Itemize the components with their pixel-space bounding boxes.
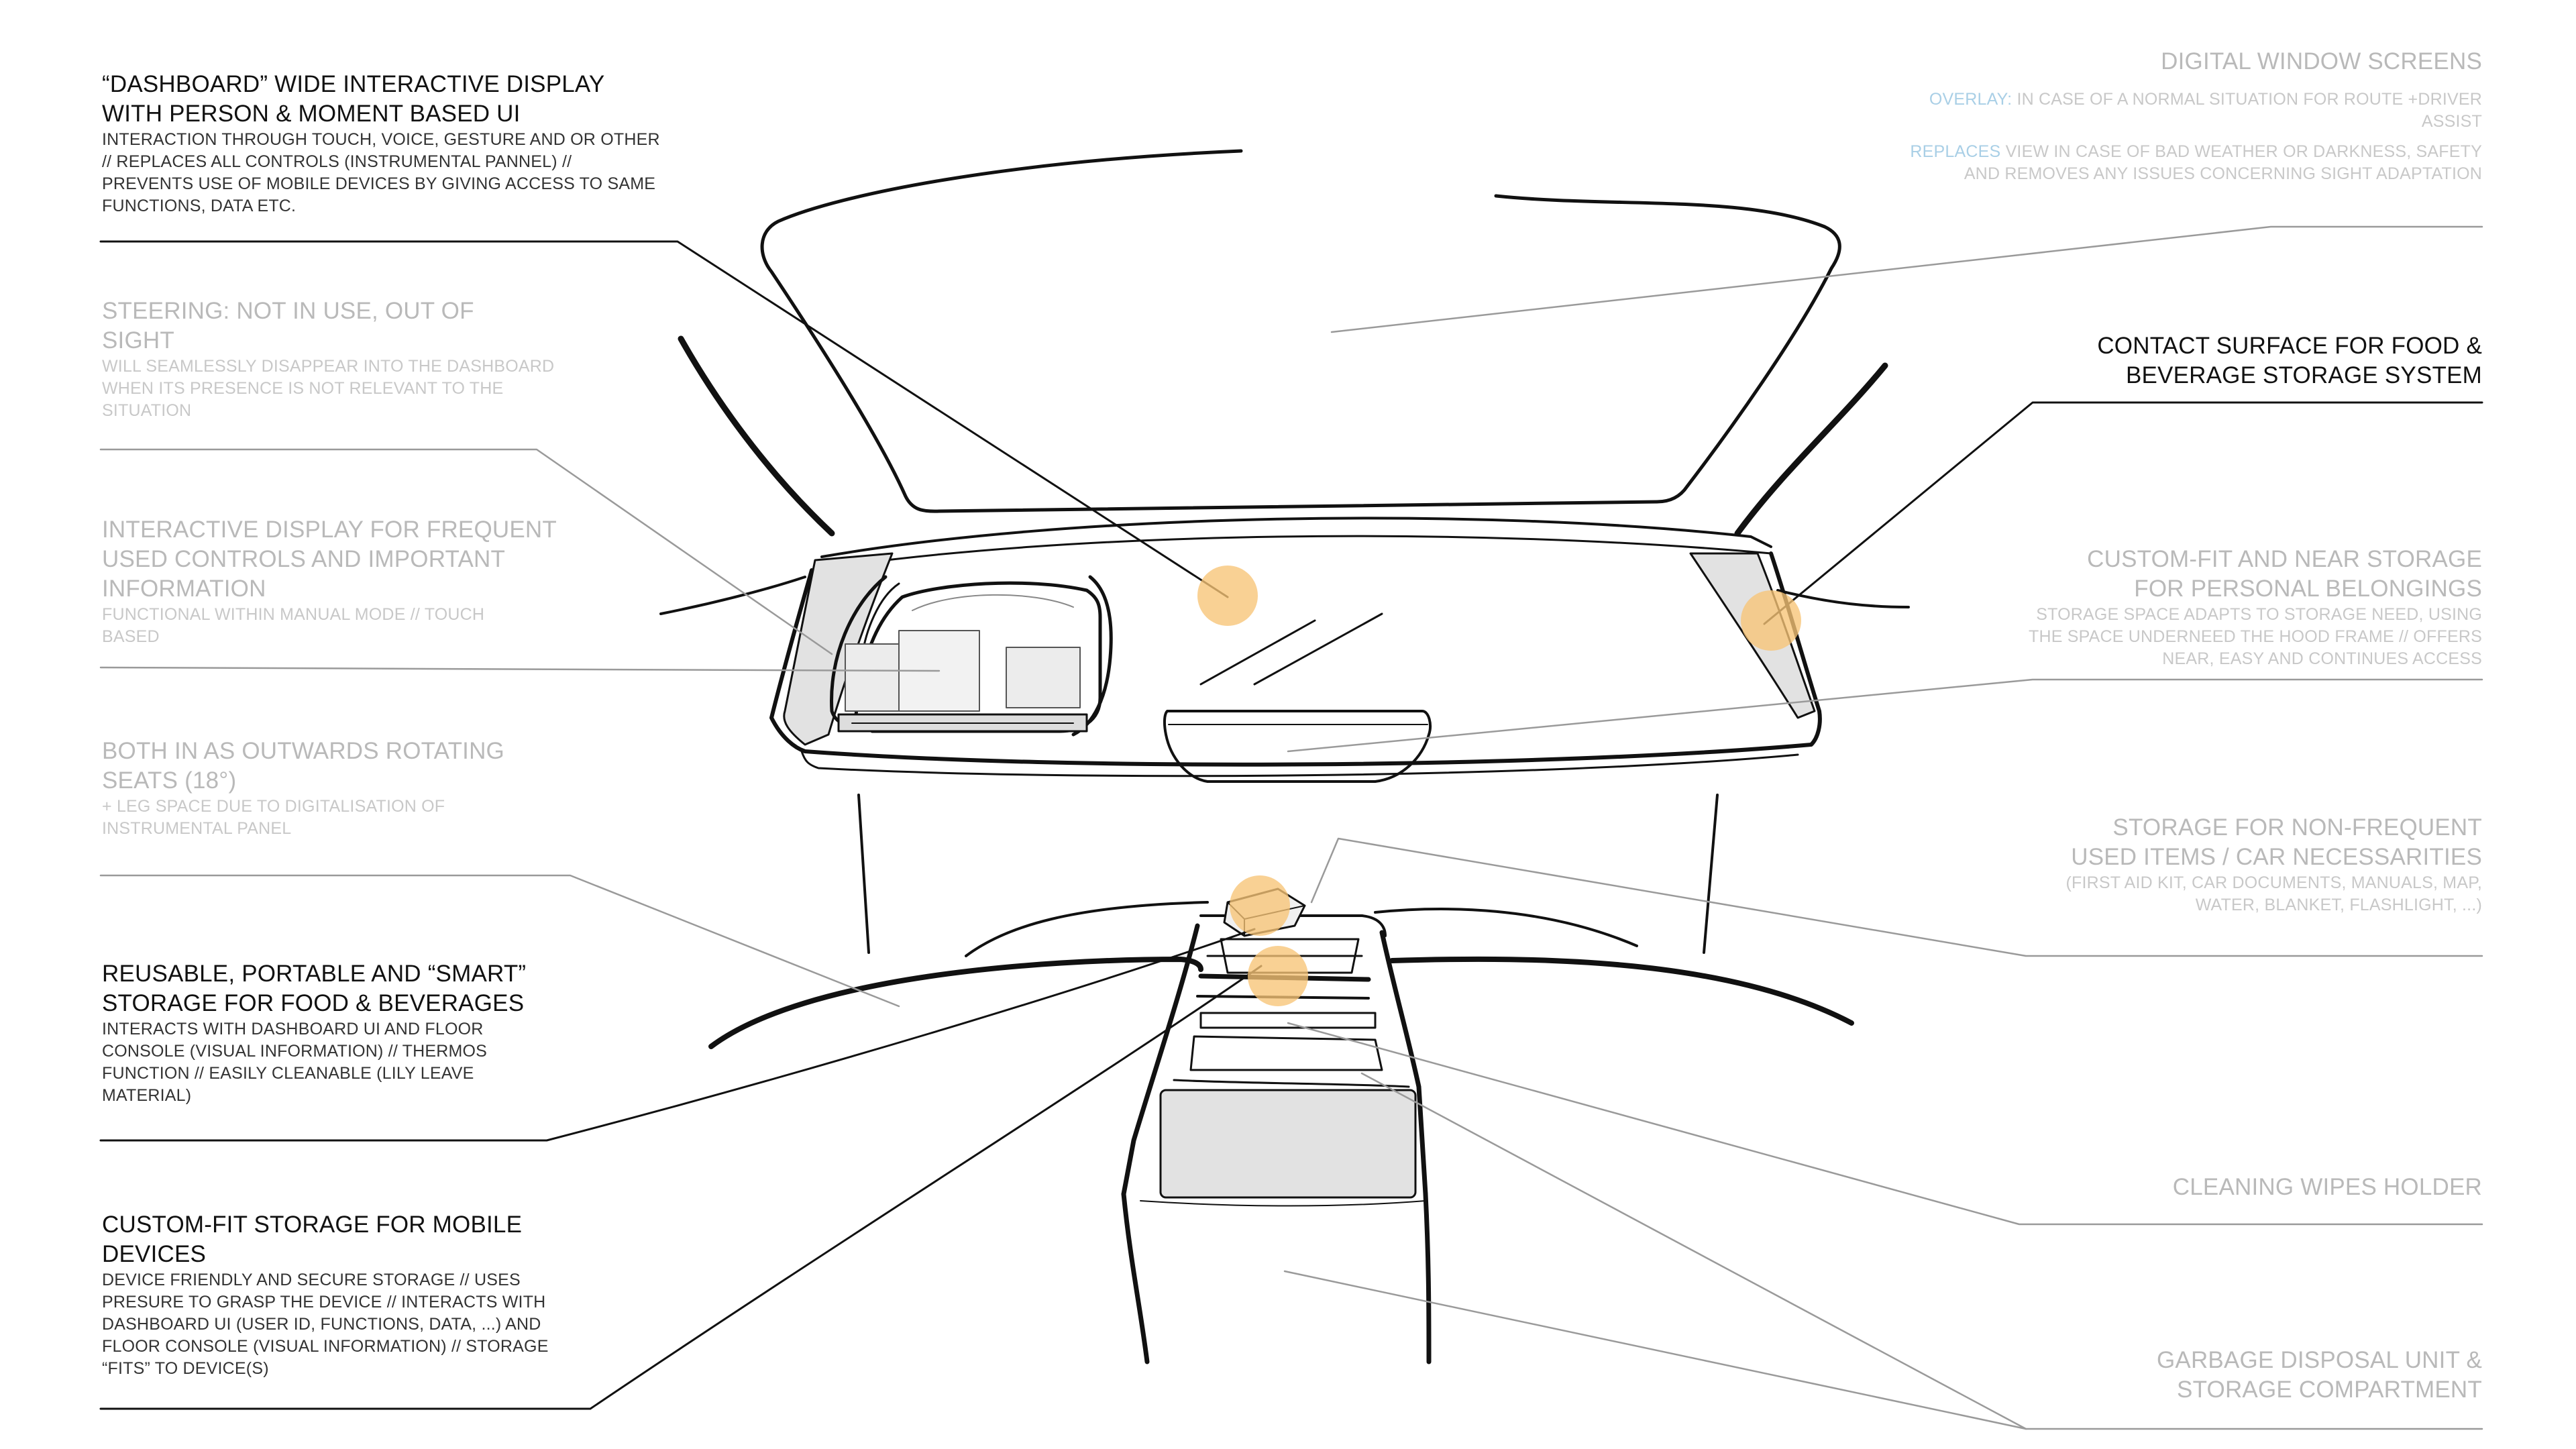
a-pillar-left [678,335,835,537]
personal-storage-desc: STORAGE SPACE ADAPTS TO STORAGE NEED, US… [2029,605,2482,668]
label-garbage-unit: GARBAGE DISPOSAL UNIT & STORAGE COMPARTM… [2080,1346,2482,1405]
seat-right-support [1703,794,1719,954]
console-base-right [1423,1191,1432,1364]
center-vent [1163,710,1432,783]
leader-garbage-2 [1283,1270,2027,1430]
smart-storage-title: REUSABLE, PORTABLE AND “SMART” STORAGE F… [102,961,527,1016]
label-frequent-controls: INTERACTIVE DISPLAY FOR FREQUENT USED CO… [102,515,572,648]
overlay-key: OVERLAY: [1929,90,2012,109]
seat-left-back [708,957,1203,1049]
wipes-holder-title: CLEANING WIPES HOLDER [2172,1174,2482,1200]
rotating-seats-title: BOTH IN AS OUTWARDS ROTATING SEATS (18°) [102,738,504,794]
reflection-line-2 [1253,612,1383,686]
leader-personal-storage [1287,678,2483,753]
label-wipes-holder: CLEANING WIPES HOLDER [2053,1173,2482,1202]
dashboard-display-title-2: WITH PERSON & MOMENT BASED UI [102,101,521,127]
leader-smart-storage [99,928,1256,1142]
overlay-text: IN CASE OF A NORMAL SITUATION FOR ROUTE … [2017,90,2482,131]
contact-surface-title: CONTACT SURFACE FOR FOOD & BEVERAGE STOR… [2097,333,2482,388]
a-pillar-right [1734,362,1888,537]
personal-storage-title: CUSTOM-FIT AND NEAR STORAGE FOR PERSONAL… [2087,546,2482,602]
reflection-line-1 [1199,619,1316,686]
hotspot-contact-surface [1741,590,1801,651]
dashboard-lower-edge [800,750,1799,777]
steering-desc: WILL SEAMLESSLY DISAPPEAR INTO THE DASHB… [102,357,555,420]
leader-mobile-storage [99,965,1263,1410]
window-screens-replaces: REPLACES VIEW IN CASE OF BAD WEATHER OR … [1905,141,2482,185]
hotspots [1197,566,1801,1006]
label-nonfrequent-storage: STORAGE FOR NON-FREQUENT USED ITEMS / CA… [1999,813,2482,916]
seat-right-back [1389,956,1854,1026]
dashboard-body [769,551,1822,767]
nonfrequent-storage-title: STORAGE FOR NON-FREQUENT USED ITEMS / CA… [2071,814,2482,870]
label-smart-storage: REUSABLE, PORTABLE AND “SMART” STORAGE F… [102,959,572,1107]
steering-grip-right [1071,575,1113,737]
leader-window-screens [1330,225,2483,333]
replaces-key: REPLACES [1910,142,2001,161]
mobile-storage-desc: DEVICE FRIENDLY AND SECURE STORAGE // US… [102,1271,549,1378]
mobile-storage-title: CUSTOM-FIT STORAGE FOR MOBILE DEVICES [102,1212,523,1267]
dashboard-upper-edge [810,535,1772,572]
leader-nonfrequent-storage [1310,837,2483,957]
leader-frequent-controls [99,666,941,672]
console-right-side [1379,930,1428,1197]
dashboard-display-title-1: “DASHBOARD” WIDE INTERACTIVE DISPLAY [102,71,605,97]
leader-lines [99,240,2483,1410]
seat-right-top [1374,908,1638,947]
steering-wheel-outline [830,575,1102,733]
wipes-holder-box [1189,1035,1383,1071]
dashboard-display-desc: INTERACTION THROUGH TOUCH, VOICE, GESTUR… [102,130,660,215]
dashboard-top [820,517,1772,558]
leader-wipes-holder [1287,1022,2483,1226]
label-mobile-storage: CUSTOM-FIT STORAGE FOR MOBILE DEVICES DE… [102,1210,572,1380]
smart-storage-desc: INTERACTS WITH DASHBOARD UI AND FLOOR CO… [102,1020,488,1105]
seat-left-top [965,901,1209,957]
hotspot-food-container [1230,875,1290,936]
label-contact-surface: CONTACT SURFACE FOR FOOD & BEVERAGE STOR… [2053,331,2482,390]
windshield-outline [760,149,1841,513]
right-door-trim [1776,589,1910,608]
wipes-holder-slot [1199,1012,1377,1029]
seat-left-support [857,794,870,954]
frequent-controls-desc: FUNCTIONAL WITHIN MANUAL MODE // TOUCH B… [102,605,485,646]
leader-steering [99,448,833,655]
console-top [1199,914,1387,937]
cup-tray [1220,938,1360,974]
instrument-display-right [1006,647,1081,708]
label-window-screens: DIGITAL WINDOW SCREENS OVERLAY: IN CASE … [1892,47,2482,185]
console-lower-edge [1173,1079,1410,1088]
leader-lines-grey [99,225,2483,1430]
window-screens-overlay: OVERLAY: IN CASE OF A NORMAL SITUATION F… [1905,89,2482,133]
nonfrequent-storage-desc: (FIRST AID KIT, CAR DOCUMENTS, MANUALS, … [2065,873,2482,914]
garbage-compartment [1159,1089,1417,1199]
garbage-unit-title: GARBAGE DISPOSAL UNIT & STORAGE COMPARTM… [2156,1347,2482,1403]
label-steering: STEERING: NOT IN USE, OUT OF SIGHT WILL … [102,297,585,422]
steering-title: STEERING: NOT IN USE, OUT OF SIGHT [102,298,474,354]
leader-contact-surface [1763,401,2483,625]
hotspot-mobile-storage [1248,946,1308,1006]
label-personal-storage: CUSTOM-FIT AND NEAR STORAGE FOR PERSONAL… [1999,545,2482,670]
replaces-text: VIEW IN CASE OF BAD WEATHER OR DARKNESS,… [1964,142,2482,183]
label-rotating-seats: BOTH IN AS OUTWARDS ROTATING SEATS (18°)… [102,737,572,840]
label-dashboard-display: “DASHBOARD” WIDE INTERACTIVE DISPLAY WIT… [102,70,679,217]
frequent-controls-title: INTERACTIVE DISPLAY FOR FREQUENT USED CO… [102,517,557,602]
rotating-seats-desc: + LEG SPACE DUE TO DIGITALISATION OF INS… [102,797,445,838]
leader-dashboard-display [99,240,1229,598]
hotspot-dashboard-display [1197,566,1258,626]
steering-arc [912,594,1074,611]
leader-rotating-seats [99,874,900,1008]
console-base-left [1121,1191,1150,1364]
window-screens-title: DIGITAL WINDOW SCREENS [2161,48,2482,74]
left-door-trim [659,576,806,615]
console-left-side [1121,923,1200,1197]
